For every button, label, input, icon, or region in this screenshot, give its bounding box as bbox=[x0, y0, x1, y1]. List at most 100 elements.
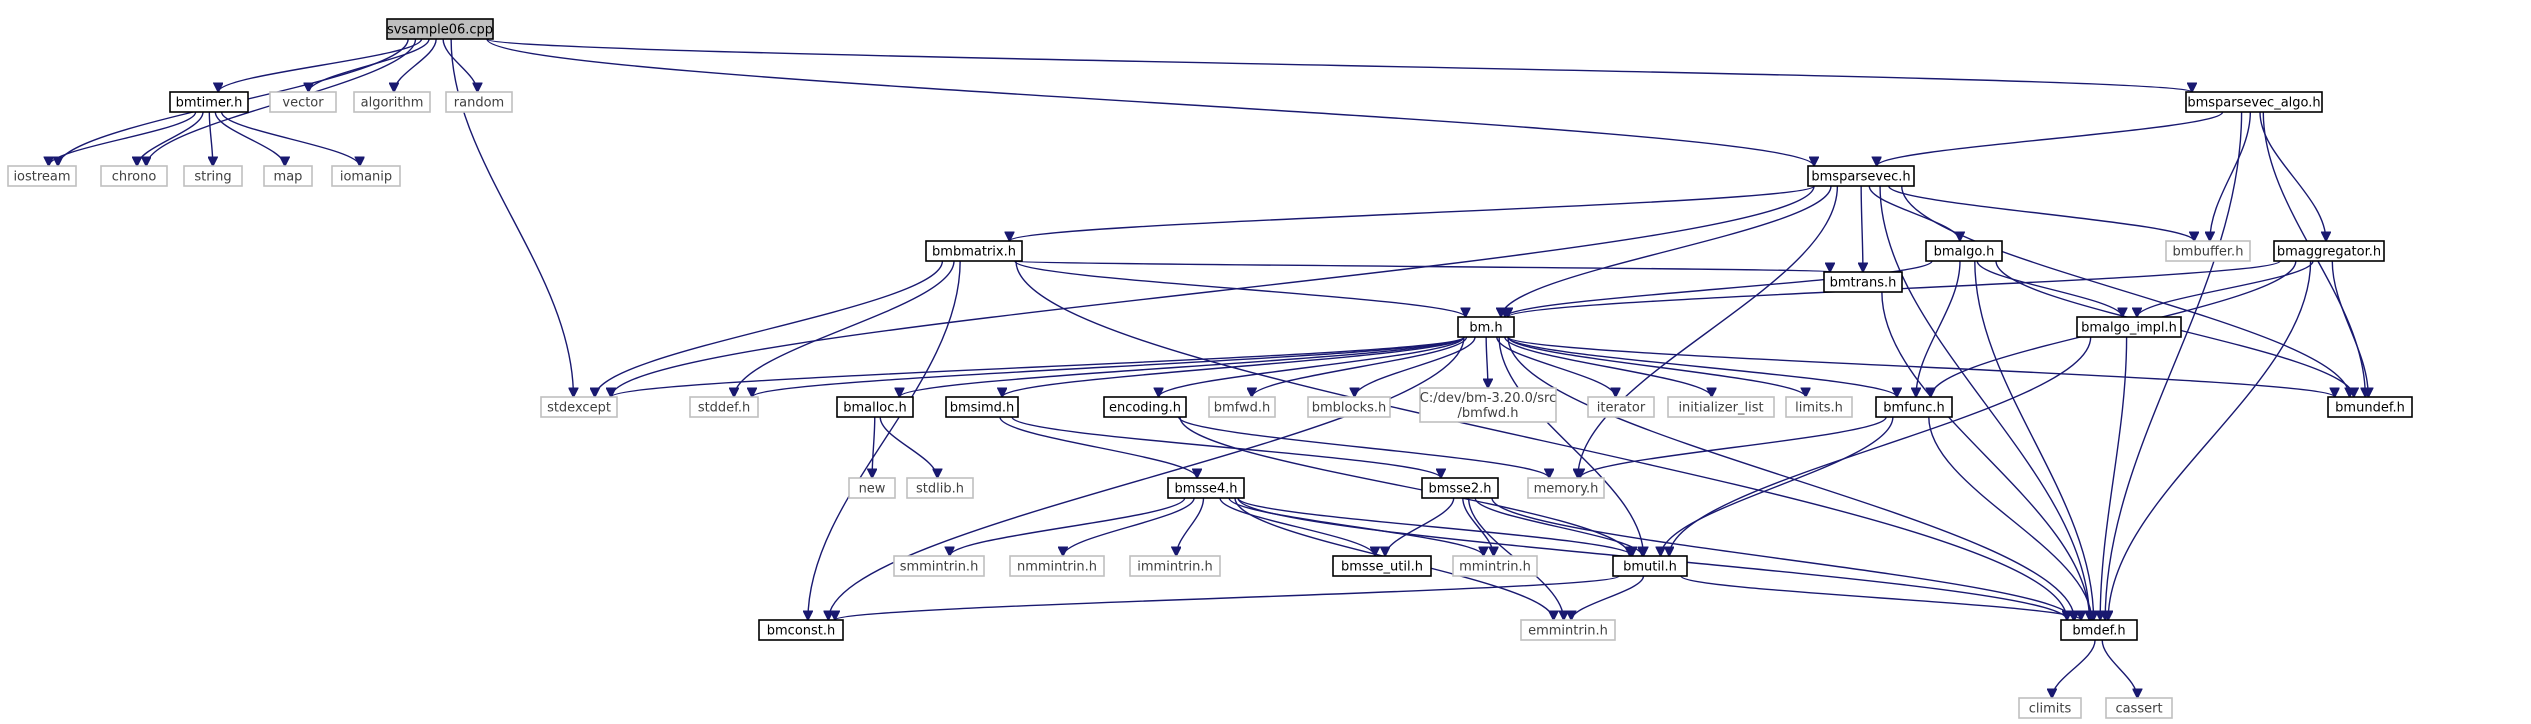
node-label: iostream bbox=[13, 170, 70, 185]
edge-svsample06-to-bmsparsevec_algo bbox=[486, 38, 2192, 92]
node-bmalloc[interactable]: bmalloc.h bbox=[836, 396, 914, 418]
node-label: climits bbox=[2029, 702, 2072, 717]
node-bmundef[interactable]: bmundef.h bbox=[2327, 396, 2413, 418]
node-bmsse4[interactable]: bmsse4.h bbox=[1167, 477, 1245, 499]
node-chrono: chrono bbox=[100, 165, 168, 187]
node-label: map bbox=[274, 170, 303, 185]
node-bmalgo_impl[interactable]: bmalgo_impl.h bbox=[2076, 316, 2182, 338]
edge-bmfunc-to-bmutil bbox=[1661, 416, 1894, 556]
dependency-nodes: svsample06.cpp bmsparsevec_algo.h bmtimer.… bbox=[7, 18, 2413, 719]
node-label: bmdef.h bbox=[2072, 624, 2125, 639]
edge-bmsse4-to-smmintrin bbox=[950, 497, 1186, 556]
node-label: stdlib.h bbox=[916, 482, 964, 497]
node-box bbox=[848, 477, 896, 499]
node-label: bmaggregator.h bbox=[2277, 245, 2381, 260]
node-box bbox=[353, 91, 431, 113]
node-bmblocks: bmblocks.h bbox=[1307, 396, 1391, 418]
node-label: nmmintrin.h bbox=[1017, 560, 1097, 575]
node-algorithm: algorithm bbox=[353, 91, 431, 113]
edge-bmalloc-to-new bbox=[872, 416, 875, 478]
node-label: bmfwd.h bbox=[1214, 401, 1271, 416]
node-box bbox=[1925, 240, 2003, 262]
node-label: bmblocks.h bbox=[1312, 401, 1387, 416]
edge-bmtimer-to-iostream bbox=[49, 111, 197, 166]
node-bmsparsevec_algo[interactable]: bmsparsevec_algo.h bbox=[2185, 91, 2323, 113]
edge-bm-to-encoding bbox=[1159, 336, 1465, 397]
node-bmtrans[interactable]: bmtrans.h bbox=[1823, 271, 1903, 293]
edge-bmsparsevec-to-bmtrans bbox=[1861, 185, 1863, 272]
node-box bbox=[1129, 555, 1221, 577]
node-box bbox=[1452, 555, 1538, 577]
node-box bbox=[906, 477, 974, 499]
node-label: mmintrin.h bbox=[1459, 560, 1531, 575]
node-box bbox=[1527, 477, 1605, 499]
node-box bbox=[2105, 697, 2173, 719]
edge-bmalgo_impl-to-bmutil bbox=[1669, 336, 2092, 556]
node-label: chrono bbox=[112, 170, 157, 185]
edge-bm-to-cdevbmfwd bbox=[1486, 336, 1488, 388]
node-box bbox=[2060, 619, 2138, 641]
node-svsample06[interactable]: svsample06.cpp bbox=[386, 18, 494, 40]
node-box bbox=[1421, 477, 1499, 499]
node-label: bmundef.h bbox=[2335, 401, 2405, 416]
node-box bbox=[1875, 396, 1953, 418]
node-box bbox=[925, 240, 1023, 262]
node-string: string bbox=[183, 165, 243, 187]
node-limits: limits.h bbox=[1785, 396, 1853, 418]
edge-bmaggregator-to-bmundef bbox=[2331, 260, 2368, 397]
edge-bmsse2-to-mmintrin bbox=[1462, 497, 1494, 556]
node-bmsse_util[interactable]: bmsse_util.h bbox=[1332, 555, 1432, 577]
node-encoding[interactable]: encoding.h bbox=[1103, 396, 1187, 418]
node-box bbox=[2185, 91, 2323, 113]
edge-bmutil-to-bmdef bbox=[1680, 575, 2081, 621]
node-bmfunc[interactable]: bmfunc.h bbox=[1875, 396, 1953, 418]
node-bm[interactable]: bm.h bbox=[1457, 316, 1515, 338]
node-bmaggregator[interactable]: bmaggregator.h bbox=[2273, 240, 2385, 262]
edge-bmsparsevec_algo-to-bmaggregator bbox=[2259, 111, 2326, 241]
node-emmintrin: emmintrin.h bbox=[1520, 619, 1616, 641]
edge-bmsse4-to-immintrin bbox=[1176, 497, 1205, 556]
edge-bmsimd-to-bmsse4 bbox=[999, 416, 1197, 478]
node-label: bmconst.h bbox=[767, 624, 836, 639]
node-random: random bbox=[445, 91, 513, 113]
node-bmconst[interactable]: bmconst.h bbox=[758, 619, 844, 641]
node-bmdef[interactable]: bmdef.h bbox=[2060, 619, 2138, 641]
node-bmbmatrix[interactable]: bmbmatrix.h bbox=[925, 240, 1023, 262]
edge-bmsparsevec_algo-to-bmsparsevec bbox=[1877, 111, 2224, 167]
node-bmalgo[interactable]: bmalgo.h bbox=[1925, 240, 2003, 262]
node-label: bmsimd.h bbox=[950, 401, 1015, 416]
edge-bmbmatrix-to-bmdef bbox=[1015, 260, 2067, 620]
node-box bbox=[331, 165, 401, 187]
node-label: bmbuffer.h bbox=[2173, 245, 2244, 260]
node-label: bmsse4.h bbox=[1174, 482, 1237, 497]
edge-svsample06-to-bmtimer bbox=[218, 38, 423, 92]
node-label: stdexcept bbox=[547, 401, 611, 416]
edge-bmsse4-to-bmutil bbox=[1237, 497, 1632, 557]
edge-bmalgo-to-bm bbox=[1505, 260, 1933, 318]
node-box bbox=[2165, 240, 2251, 262]
node-label: new bbox=[859, 482, 886, 497]
edge-bm-to-bmblocks bbox=[1354, 336, 1476, 397]
edge-bmbmatrix-to-bm bbox=[1014, 260, 1466, 318]
node-label: initializer_list bbox=[1678, 401, 1763, 416]
node-vector: vector bbox=[269, 91, 337, 113]
node-bmtimer[interactable]: bmtimer.h bbox=[169, 91, 249, 113]
edge-bm-to-bmutil bbox=[1498, 336, 1643, 556]
node-box bbox=[1457, 316, 1515, 338]
edge-bmfunc-to-bmdef bbox=[1928, 416, 2092, 620]
edge-encoding-to-bmutil bbox=[1179, 416, 1630, 556]
node-stdlib: stdlib.h bbox=[906, 477, 974, 499]
node-box bbox=[100, 165, 168, 187]
node-label: C:/dev/bm-3.20.0/src bbox=[1420, 391, 1556, 406]
node-cassert: cassert bbox=[2105, 697, 2173, 719]
node-bmsparsevec[interactable]: bmsparsevec.h bbox=[1807, 165, 1915, 187]
node-bmutil[interactable]: bmutil.h bbox=[1612, 555, 1688, 577]
node-label: memory.h bbox=[1534, 482, 1599, 497]
node-bmsimd[interactable]: bmsimd.h bbox=[945, 396, 1019, 418]
node-cdevbmfwd: C:/dev/bm-3.20.0/src/bmfwd.h bbox=[1419, 387, 1557, 423]
node-bmsse2[interactable]: bmsse2.h bbox=[1421, 477, 1499, 499]
node-label: iomanip bbox=[340, 170, 392, 185]
node-label: bmtimer.h bbox=[176, 96, 243, 111]
edge-bmtimer-to-chrono bbox=[137, 111, 204, 166]
